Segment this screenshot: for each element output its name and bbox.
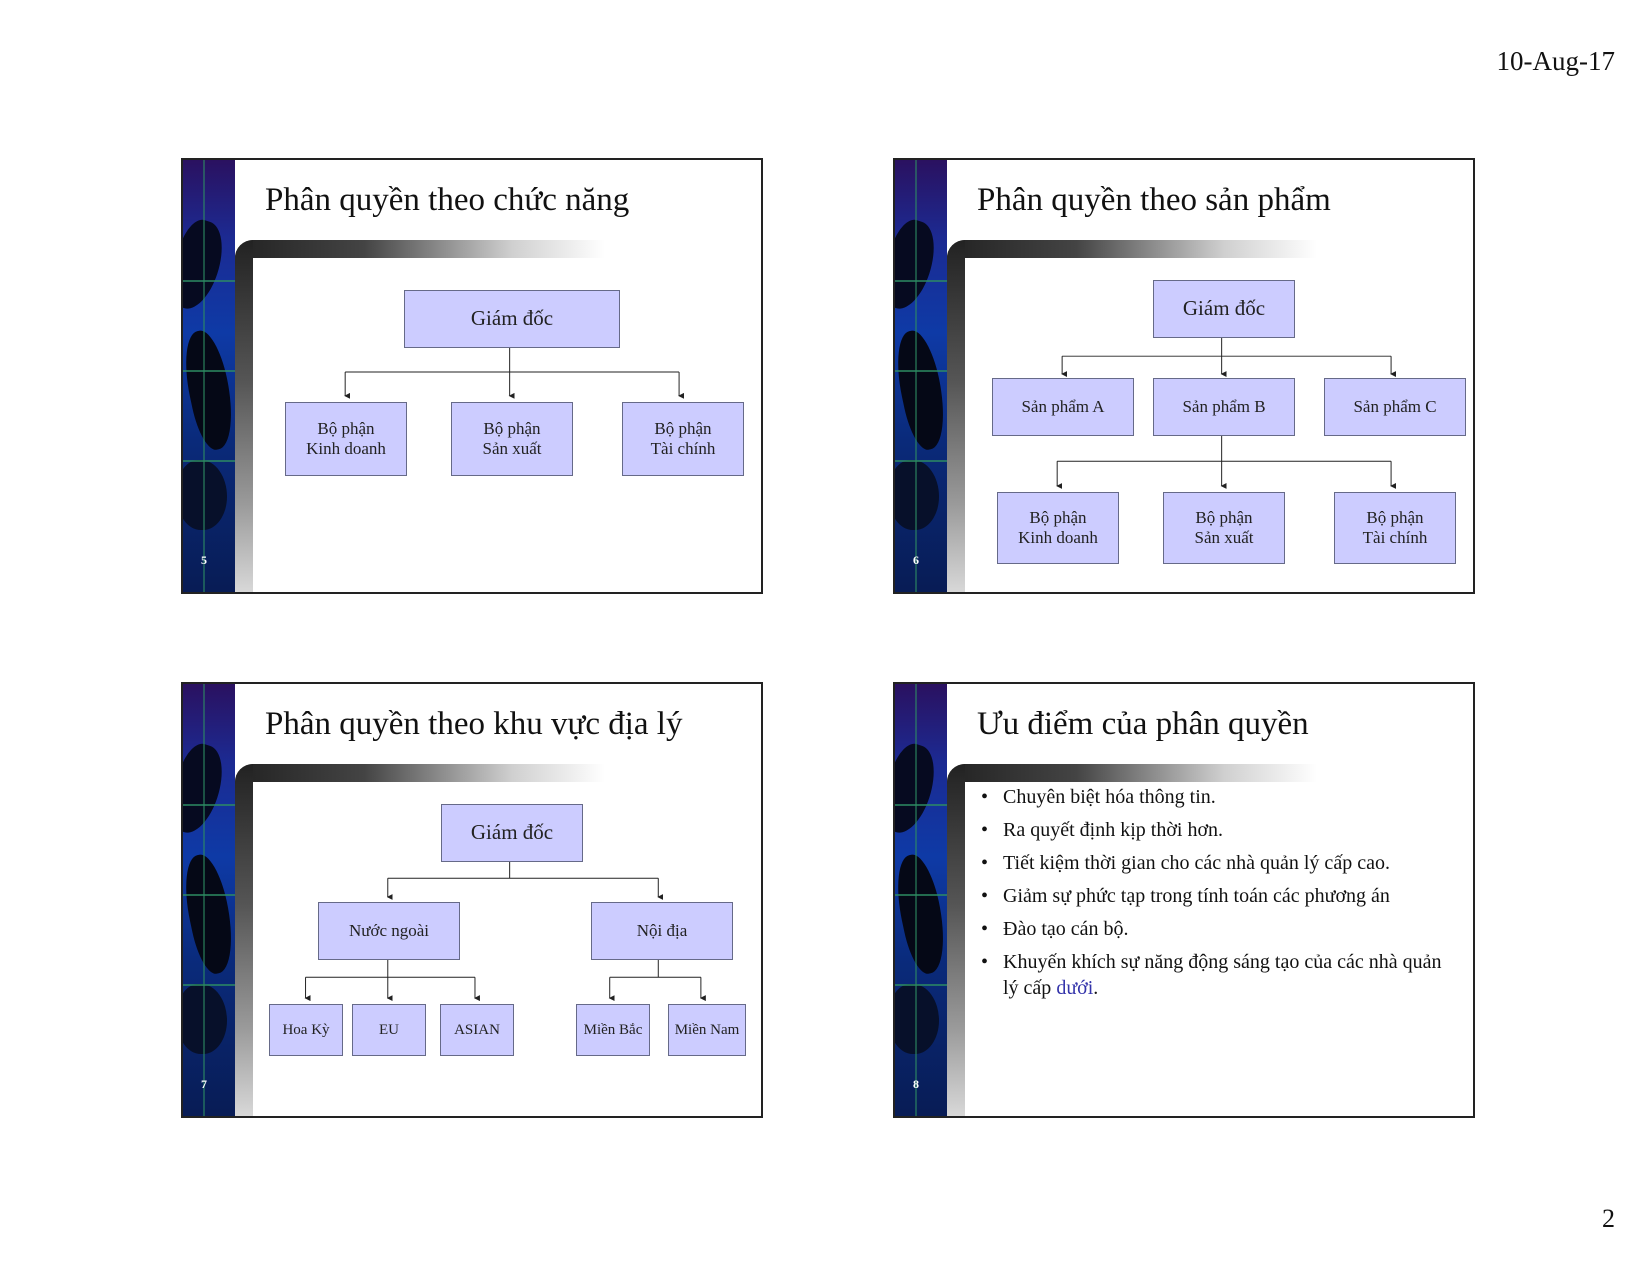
page-number: 2 <box>1602 1204 1615 1233</box>
product-box: Sản phẩm C <box>1324 378 1466 436</box>
globe-strip: 5 <box>183 160 235 592</box>
slide-7: 7 Phân quyền theo khu vực địa lý Giám đố… <box>181 682 763 1118</box>
bullet-end: . <box>1093 977 1099 999</box>
region-box: Nước ngoài <box>318 902 460 960</box>
slide-number: 6 <box>913 553 919 567</box>
director-box: Giám đốc <box>1153 280 1295 338</box>
slide-title: Ưu điểm của phân quyền <box>977 706 1309 742</box>
bullet-item: Chuyên biệt hóa thông tin. <box>981 784 1461 810</box>
slide-number: 5 <box>201 553 207 567</box>
slide-8: 8 Ưu điểm của phân quyền Chuyên biệt hóa… <box>893 682 1475 1118</box>
page-date: 10-Aug-17 <box>1496 46 1615 76</box>
bullet-link[interactable]: dưới <box>1056 977 1094 999</box>
slide-6: 6 Phân quyền theo sản phẩm Giám đốc Sản … <box>893 158 1475 594</box>
globe-strip: 7 <box>183 684 235 1116</box>
slide-number: 8 <box>913 1077 919 1091</box>
globe-strip: 6 <box>895 160 947 592</box>
bullet-item: Khuyến khích sự năng động sáng tạo của c… <box>981 949 1461 1001</box>
slide-title: Phân quyền theo chức năng <box>265 182 630 218</box>
bullet-item: Giảm sự phức tạp trong tính toán các phư… <box>981 883 1461 909</box>
country-box: Hoa Kỳ <box>269 1004 343 1056</box>
slide-number: 7 <box>201 1077 207 1091</box>
slide-title: Phân quyền theo sản phẩm <box>977 182 1331 218</box>
bullet-item: Tiết kiệm thời gian cho các nhà quản lý … <box>981 850 1461 876</box>
domestic-region-box: Miền Nam <box>668 1004 746 1056</box>
bullet-item: Đào tạo cán bộ. <box>981 916 1461 942</box>
product-box: Sản phẩm A <box>992 378 1134 436</box>
country-box: EU <box>352 1004 426 1056</box>
globe-strip: 8 <box>895 684 947 1116</box>
region-box: Nội địa <box>591 902 733 960</box>
slide-5: 5 Phân quyền theo chức năng Giám đốc Bộ … <box>181 158 763 594</box>
director-box: Giám đốc <box>404 290 620 348</box>
product-box: Sản phẩm B <box>1153 378 1295 436</box>
bullet-item: Ra quyết định kịp thời hơn. <box>981 817 1461 843</box>
director-box: Giám đốc <box>441 804 583 862</box>
bullet-text: Khuyến khích sự năng động sáng tạo của c… <box>1003 951 1442 999</box>
bullet-list: Chuyên biệt hóa thông tin. Ra quyết định… <box>981 784 1461 1008</box>
country-box: ASIAN <box>440 1004 514 1056</box>
domestic-region-box: Miền Bắc <box>576 1004 650 1056</box>
slide-title: Phân quyền theo khu vực địa lý <box>265 706 683 742</box>
